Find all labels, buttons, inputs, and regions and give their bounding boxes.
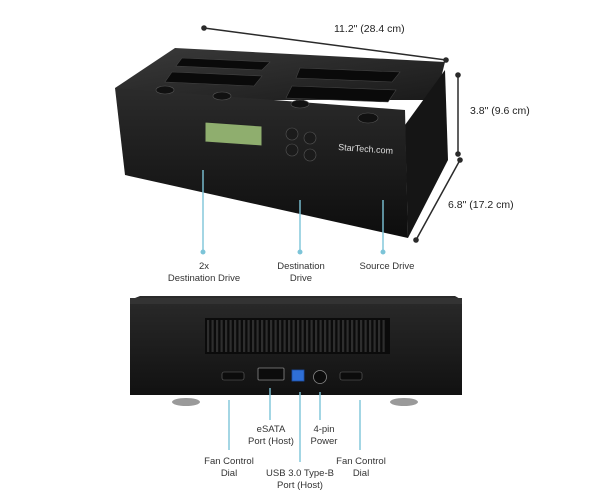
vent-slat: [225, 320, 228, 352]
power-label: 4-pin Power: [310, 424, 338, 447]
vent-slat: [288, 320, 291, 352]
fan-dial-right: [339, 371, 363, 381]
destination-drive-label: Destination Drive: [277, 261, 325, 284]
vent-slat: [238, 320, 241, 352]
height-dimension: 3.8" (9.6 cm): [470, 105, 530, 117]
vent-slat: [243, 320, 246, 352]
fan-control-right-label: Fan Control Dial: [336, 456, 386, 479]
vent-slat: [346, 320, 349, 352]
vent-slat: [270, 320, 273, 352]
vent-slat: [373, 320, 376, 352]
vent-grille: [205, 318, 390, 354]
vent-slat: [355, 320, 358, 352]
fan-dial-left: [221, 371, 245, 381]
vent-slat: [292, 320, 295, 352]
destination-drive-2x-label: 2x Destination Drive: [167, 261, 241, 284]
vent-slat: [211, 320, 214, 352]
lcd-display: [204, 121, 263, 147]
vent-slat: [369, 320, 372, 352]
vent-slat: [333, 320, 336, 352]
ent-button: [303, 131, 317, 145]
vent-slat: [328, 320, 331, 352]
source-drive-label: Source Drive: [359, 261, 415, 272]
esata-port: [257, 367, 285, 381]
dimension-lines: [203, 27, 461, 241]
vent-slat: [207, 320, 210, 352]
vent-slat: [306, 320, 309, 352]
vent-slat: [324, 320, 327, 352]
usb-label: USB 3.0 Type-B Port (Host): [266, 468, 334, 491]
back-device: [130, 296, 462, 406]
width-dimension: 11.2" (28.4 cm): [334, 23, 405, 35]
vent-slat: [364, 320, 367, 352]
vent-slat: [360, 320, 363, 352]
vent-slat: [319, 320, 322, 352]
vent-slat: [252, 320, 255, 352]
esata-label: eSATA Port (Host): [248, 424, 294, 447]
vent-slat: [256, 320, 259, 352]
vent-slat: [234, 320, 237, 352]
vent-slat: [301, 320, 304, 352]
vent-slat: [265, 320, 268, 352]
vent-slat: [310, 320, 313, 352]
vent-slat: [220, 320, 223, 352]
fan-control-left-label: Fan Control Dial: [204, 456, 254, 479]
vent-slat: [342, 320, 345, 352]
vent-slat: [247, 320, 250, 352]
vent-slat: [283, 320, 286, 352]
esc-button: [303, 148, 317, 162]
callout-lines: [202, 170, 384, 462]
down-button: [285, 143, 299, 157]
vent-slat: [216, 320, 219, 352]
up-button: [285, 127, 299, 141]
front-device: [115, 48, 448, 238]
vent-slat: [382, 320, 385, 352]
vent-slat: [229, 320, 232, 352]
depth-dimension: 6.8" (17.2 cm): [448, 199, 514, 211]
vent-slat: [315, 320, 318, 352]
vent-slat: [337, 320, 340, 352]
vent-slat: [351, 320, 354, 352]
drive-slots: [164, 57, 401, 103]
vent-slat: [261, 320, 264, 352]
brand-logo: StarTech.com: [338, 142, 394, 156]
vent-slat: [297, 320, 300, 352]
vent-slat: [378, 320, 381, 352]
vent-slat: [279, 320, 282, 352]
vent-slat: [274, 320, 277, 352]
usb-port: [291, 369, 305, 382]
power-port: [313, 370, 327, 384]
